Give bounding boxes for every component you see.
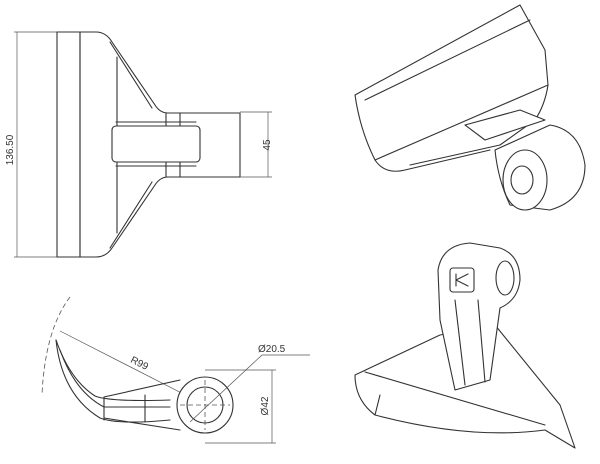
logo-mark xyxy=(449,267,475,293)
width-dimension: 45 xyxy=(262,139,273,151)
side-view: R99 Ø20.5 Ø42 xyxy=(41,296,310,444)
isometric-top-view xyxy=(354,4,586,211)
bore-leader xyxy=(189,354,310,423)
radius-arc xyxy=(41,296,71,396)
isometric-bottom-view xyxy=(354,242,576,449)
eye-dimension: Ø42 xyxy=(260,396,271,415)
radius-dimension: R99 xyxy=(128,355,150,373)
front-view: 136.50 45 xyxy=(5,31,273,258)
height-dimension: 136.50 xyxy=(5,134,16,165)
bore-dimension: Ø20.5 xyxy=(258,344,286,355)
